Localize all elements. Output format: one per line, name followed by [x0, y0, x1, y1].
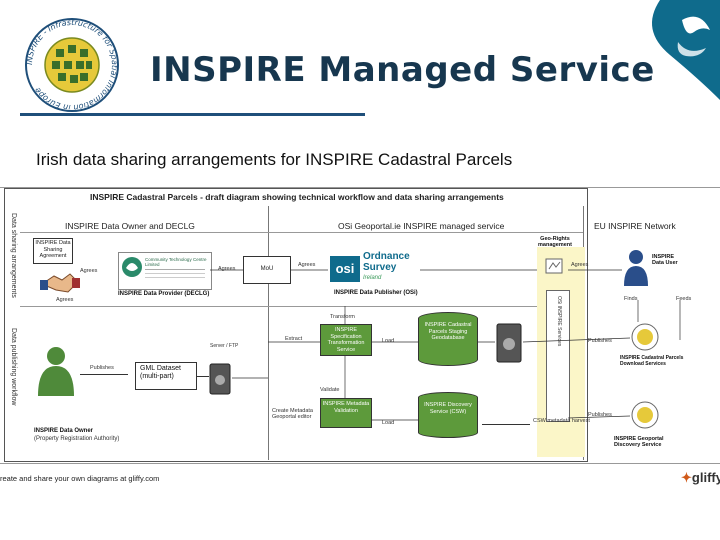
- data-owner-label: INSPIRE Data Owner: [34, 428, 94, 434]
- page-title: INSPIRE Managed Service: [150, 50, 655, 90]
- inspire-logo: INSPIRE - Infrastructure for Spatial Inf…: [25, 18, 119, 112]
- column-heading-eu: EU INSPIRE Network: [594, 221, 676, 231]
- load-label: Load: [382, 420, 395, 426]
- osi-logo-word1: Ordnance: [363, 251, 410, 262]
- gliffy-swirl-icon: ✦: [681, 470, 692, 485]
- gml-dataset: GML Dataset (multi-part): [135, 362, 197, 390]
- data-user-label: INSPIRE Data User: [652, 254, 678, 267]
- diagram-frame: [4, 188, 588, 462]
- inspire-badge-icon: [631, 401, 659, 429]
- provider-card: Community Technology Centre Limited: [118, 252, 212, 290]
- discovery-service-db: INSPIRE Discovery Service (CSW): [418, 392, 478, 438]
- server-icon: [209, 363, 231, 395]
- osi-logo-word3: Ireland: [363, 275, 382, 281]
- osi-logo: osi Ordnance Survey Ireland: [330, 250, 420, 288]
- corner-swirl-graphic: [652, 0, 720, 100]
- download-service-label: INSPIRE Cadastral Parcels Download Servi…: [620, 355, 684, 367]
- data-owner-subtitle: (Property Registration Authority): [34, 436, 120, 442]
- publishes-label: Publishes: [588, 412, 612, 418]
- feeds-label: Feeds: [676, 296, 692, 302]
- geo-rights-label: Geo-Rights management: [538, 236, 572, 249]
- header-row-divider: [20, 232, 583, 233]
- extract-label: Extract: [285, 336, 303, 342]
- mou-document: MoU: [243, 256, 291, 284]
- agrees-label: Agrees: [571, 262, 589, 268]
- swimlane-divider: [20, 306, 583, 307]
- agrees-label: Agrees: [56, 297, 74, 303]
- gliffy-brand: ✦gliffy: [681, 470, 720, 486]
- validate-label: Validate: [320, 387, 340, 393]
- csw-harvest-label: CSW metadata harvest: [533, 418, 590, 424]
- title-underline: [20, 113, 365, 116]
- staging-geodatabase: INSPIRE Cadastral Parcels Staging Geodat…: [418, 312, 478, 366]
- finds-label: Finds: [624, 296, 638, 302]
- gliffy-wordmark: gliffy: [691, 470, 720, 485]
- page-subtitle: Irish data sharing arrangements for INSP…: [36, 150, 513, 169]
- load-label: Load: [382, 338, 395, 344]
- transform-label: Transform: [330, 314, 355, 320]
- data-provider-label: INSPIRE Data Provider (DECLG): [118, 291, 210, 297]
- diagram-title: INSPIRE Cadastral Parcels - draft diagra…: [90, 192, 504, 202]
- agrees-label: Agrees: [80, 268, 98, 274]
- publishes-label: Publishes: [90, 365, 114, 371]
- server-icon: [496, 323, 522, 363]
- agreement-document: INSPIRE Data Sharing Agreement: [33, 238, 73, 264]
- column-heading-owner: INSPIRE Data Owner and DECLG: [65, 221, 195, 231]
- osi-services-bar: [546, 290, 570, 422]
- column-divider: [268, 206, 269, 460]
- publishes-label: Publishes: [588, 338, 612, 344]
- data-user-icon: [624, 250, 648, 286]
- osi-logo-mark: osi: [330, 256, 360, 282]
- data-publisher-label: INSPIRE Data Publisher (OSi): [334, 290, 418, 296]
- column-heading-osi: OSi Geoportal.ie INSPIRE managed service: [338, 221, 505, 231]
- provider-logo-icon: [122, 257, 142, 277]
- inspire-badge-icon: [631, 323, 659, 351]
- handshake-icon: [40, 273, 80, 293]
- metadata-validation-box: INSPIRE Metadata Validation: [320, 398, 372, 428]
- transformation-service-box: INSPIRE Specification Transformation Ser…: [320, 324, 372, 356]
- footer-credit: reate and share your own diagrams at gli…: [0, 474, 160, 483]
- create-metadata-label: Create Metadata Geoportal editor: [272, 408, 313, 421]
- provider-card-text: Community Technology Centre Limited: [145, 257, 207, 268]
- server-label: Server / FTP: [210, 343, 239, 349]
- agrees-label: Agrees: [298, 262, 316, 268]
- certificate-icon: [545, 258, 563, 274]
- agrees-label: Agrees: [218, 266, 236, 272]
- osi-logo-word2: Survey: [363, 262, 397, 273]
- diagram-area: [0, 187, 720, 464]
- data-owner-icon: [38, 347, 74, 396]
- discovery-service-label: INSPIRE Geoportal Discovery Service: [614, 436, 664, 449]
